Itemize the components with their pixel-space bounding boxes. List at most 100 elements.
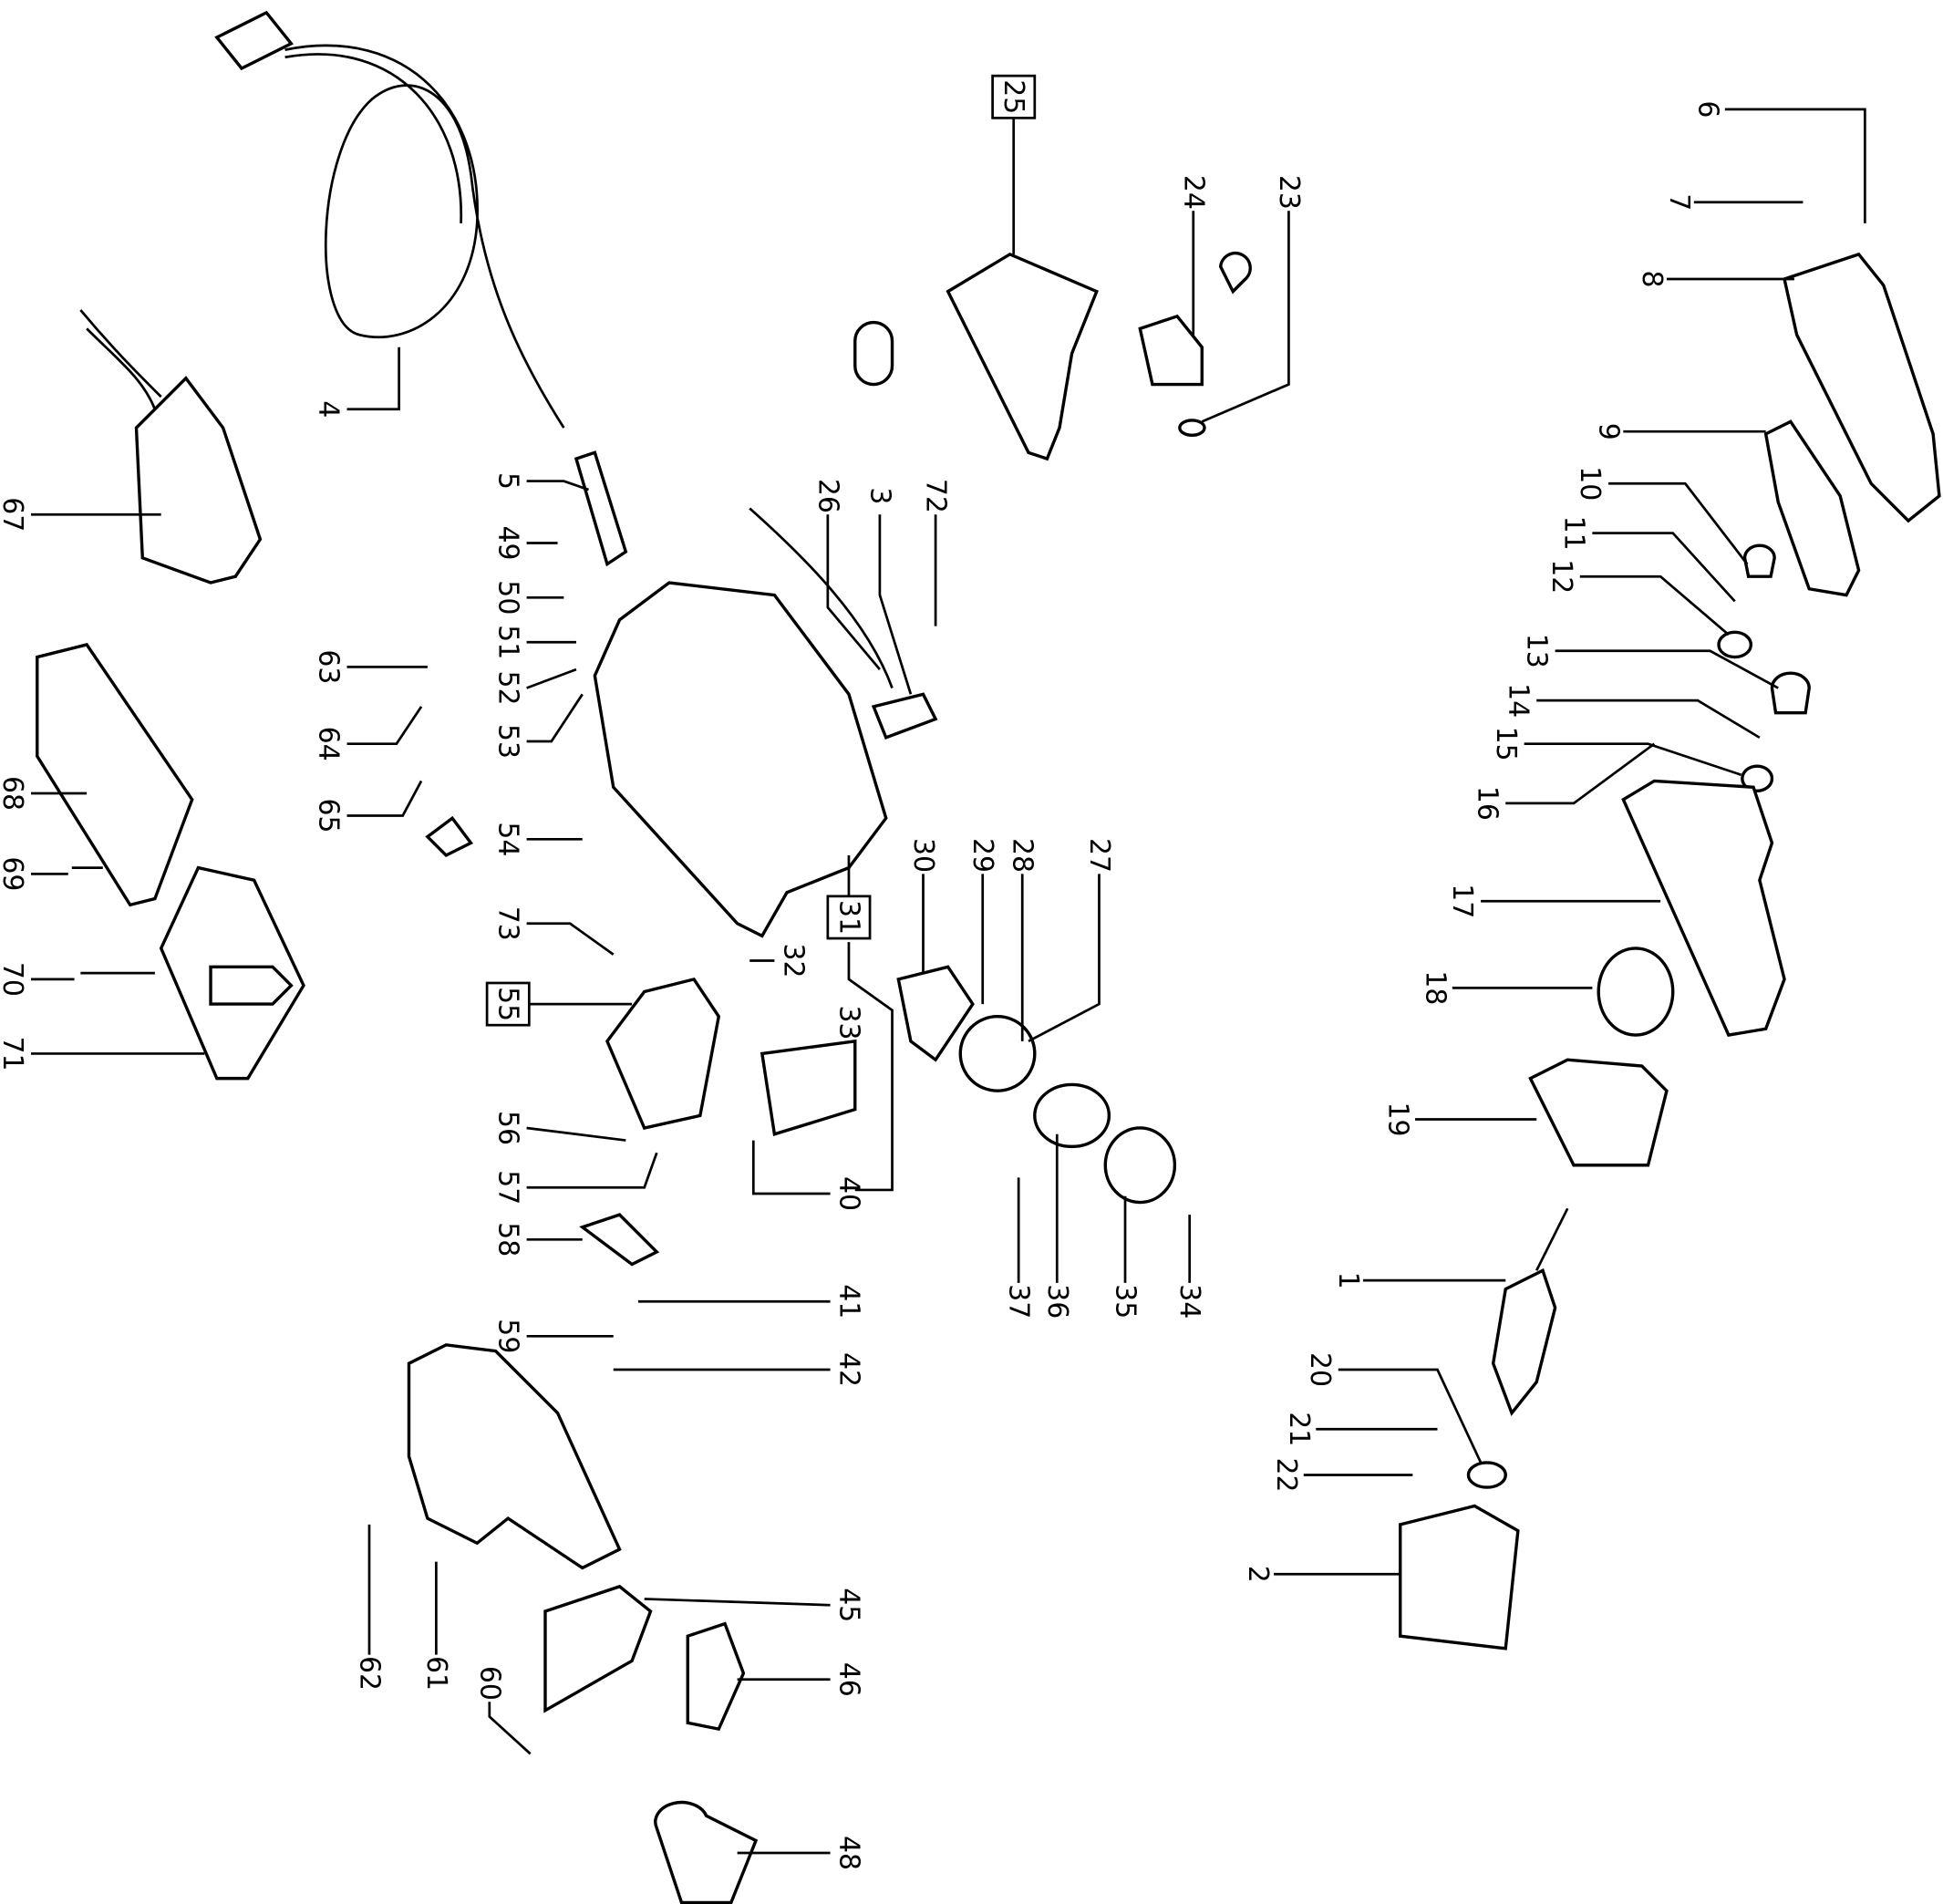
- part-number-label: 24: [1177, 175, 1209, 210]
- part-number-label: 57: [492, 1170, 524, 1205]
- part-number-label: 11: [1558, 516, 1590, 551]
- part-number-label: 36: [1041, 1284, 1073, 1319]
- leader-line-73: [526, 922, 615, 956]
- part-number-label: 27: [1083, 838, 1115, 873]
- part-number-label: 14: [1502, 683, 1534, 718]
- part-number-label: 42: [832, 1352, 864, 1387]
- power-cord-part: [214, 10, 565, 429]
- part-number-label: 15: [1490, 727, 1522, 761]
- leader-line-4: [346, 347, 400, 411]
- assembly-box-55: [485, 981, 531, 1027]
- handle-part: [407, 1343, 622, 1570]
- part-number-label: 22: [1270, 1458, 1302, 1493]
- leader-line-6: [1724, 108, 1866, 223]
- part-number-label: 25: [997, 79, 1029, 114]
- leader-line-53: [526, 693, 584, 743]
- stator-part: [1399, 1504, 1520, 1650]
- leader-line-10: [1608, 481, 1749, 565]
- parallel-guide-part: [946, 252, 1099, 461]
- leader-line-13: [1555, 649, 1779, 689]
- motor-housing-part: [593, 581, 888, 938]
- part-number-label: 29: [966, 838, 998, 873]
- part-number-label: 20: [1304, 1352, 1336, 1387]
- part-number-label: 53: [492, 724, 524, 759]
- part-number-label: 16: [1471, 786, 1503, 821]
- part-number-label: 28: [1007, 838, 1039, 873]
- leader-line-52: [526, 667, 577, 689]
- leader-line-65: [346, 780, 423, 817]
- part-number-label: 8: [1636, 271, 1668, 288]
- part-number-label: 67: [0, 497, 28, 532]
- leader-line-20: [1338, 1368, 1483, 1464]
- part-number-label: 70: [0, 962, 28, 997]
- part-number-label: 13: [1521, 634, 1553, 668]
- part-number-label: 48: [832, 1836, 864, 1870]
- fan-guide-part: [1528, 1058, 1669, 1167]
- leader-line-40: [751, 1140, 831, 1195]
- part-number-label: 2: [1242, 1566, 1274, 1583]
- part-number-label: 6: [1691, 100, 1723, 118]
- part-number-label: 58: [492, 1222, 524, 1257]
- part-number-label: 18: [1419, 970, 1451, 1005]
- part-number-label: 65: [313, 798, 345, 833]
- part-number-label: 61: [420, 1656, 452, 1691]
- part-number-label: 72: [920, 479, 952, 513]
- part-number-label: 51: [492, 625, 524, 659]
- part-number-label: 60: [473, 1666, 505, 1701]
- grip-part: [1763, 419, 1861, 597]
- part-number-label: 52: [492, 671, 524, 706]
- leader-lines: [30, 108, 1866, 1855]
- leader-line-27: [1028, 874, 1101, 1043]
- leader-line-26: [826, 514, 881, 671]
- part-drawings: [36, 10, 1941, 1904]
- leader-line-56: [526, 1126, 626, 1142]
- part-number-label: 73: [492, 906, 524, 941]
- part-number-label: 63: [313, 649, 345, 684]
- part-number-label: 71: [0, 1036, 28, 1071]
- leader-line-12: [1579, 574, 1730, 636]
- gear-part: [1597, 947, 1675, 1037]
- part-number-label: 23: [1273, 175, 1305, 210]
- part-number-label: 19: [1382, 1102, 1414, 1136]
- part-number-label: 64: [313, 727, 345, 761]
- part-number-label: 32: [777, 944, 809, 978]
- part-number-label: 21: [1283, 1412, 1315, 1446]
- part-number-label: 46: [832, 1662, 864, 1697]
- part-labels: 1234567891011121314151617181920212223242…: [0, 74, 1723, 1870]
- part-number-label: 45: [832, 1588, 864, 1622]
- armature-part: [1491, 1268, 1557, 1416]
- leader-line-15: [1524, 742, 1741, 776]
- leader-line-60: [488, 1702, 532, 1755]
- switch-plate-part: [134, 376, 263, 585]
- part-number-label: 26: [811, 479, 843, 513]
- cord-sleeve-part: [574, 450, 628, 567]
- part-number-label: 55: [492, 987, 524, 1021]
- part-number-label: 40: [832, 1176, 864, 1211]
- part-number-label: 5: [492, 472, 524, 490]
- part-number-label: 37: [1003, 1284, 1035, 1319]
- part-number-label: 54: [492, 822, 524, 856]
- part-number-label: 9: [1593, 423, 1625, 440]
- part-number-label: 3: [863, 487, 895, 504]
- leader-line-23: [1201, 211, 1290, 423]
- leader-line-57: [526, 1152, 658, 1189]
- part-number-label: 33: [832, 1005, 864, 1040]
- leader-line-45: [644, 1598, 831, 1607]
- part-number-label: 12: [1545, 559, 1577, 594]
- handle-cover-part: [1783, 252, 1941, 523]
- leader-line-3: [878, 514, 913, 695]
- part-number-label: 7: [1663, 193, 1695, 211]
- part-number-label: 1: [1332, 1272, 1364, 1289]
- part-number-label: 30: [907, 838, 939, 873]
- part-number-label: 17: [1446, 884, 1478, 918]
- leader-line-14: [1536, 698, 1761, 740]
- part-number-label: 34: [1173, 1284, 1205, 1319]
- leader-line-16: [1505, 742, 1656, 805]
- base-plate-part: [36, 643, 194, 907]
- part-number-label: 69: [0, 856, 28, 891]
- part-number-label: 4: [313, 400, 345, 418]
- gear-housing-part: [1621, 779, 1786, 1037]
- part-number-label: 56: [492, 1111, 524, 1145]
- part-number-label: 49: [492, 526, 524, 561]
